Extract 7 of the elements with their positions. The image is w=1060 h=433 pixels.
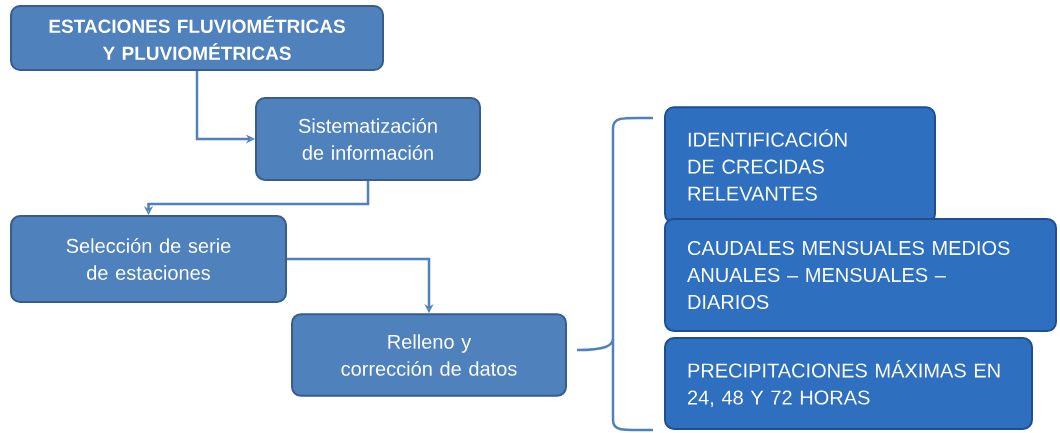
result-box: CAUDALES MENSUALES MEDIOS ANUALES – MENSUALES – DIARIOS xyxy=(664,217,1057,333)
result-box: PRECIPITACIONES MÁXIMAS EN 24, 48 Y 72 HORAS xyxy=(664,337,1033,430)
process-box: Sistematización de información xyxy=(255,97,481,181)
process-box: ESTACIONES FLUVIOMÉTRICAS Y PLUVIOMÉTRICAS xyxy=(10,5,384,71)
result-box: IDENTIFICACIÓN DE CRECIDAS RELEVANTES xyxy=(664,106,936,224)
process-box: Selección de serie de estaciones xyxy=(10,215,287,303)
process-box: Relleno y corrección de datos xyxy=(291,313,567,397)
